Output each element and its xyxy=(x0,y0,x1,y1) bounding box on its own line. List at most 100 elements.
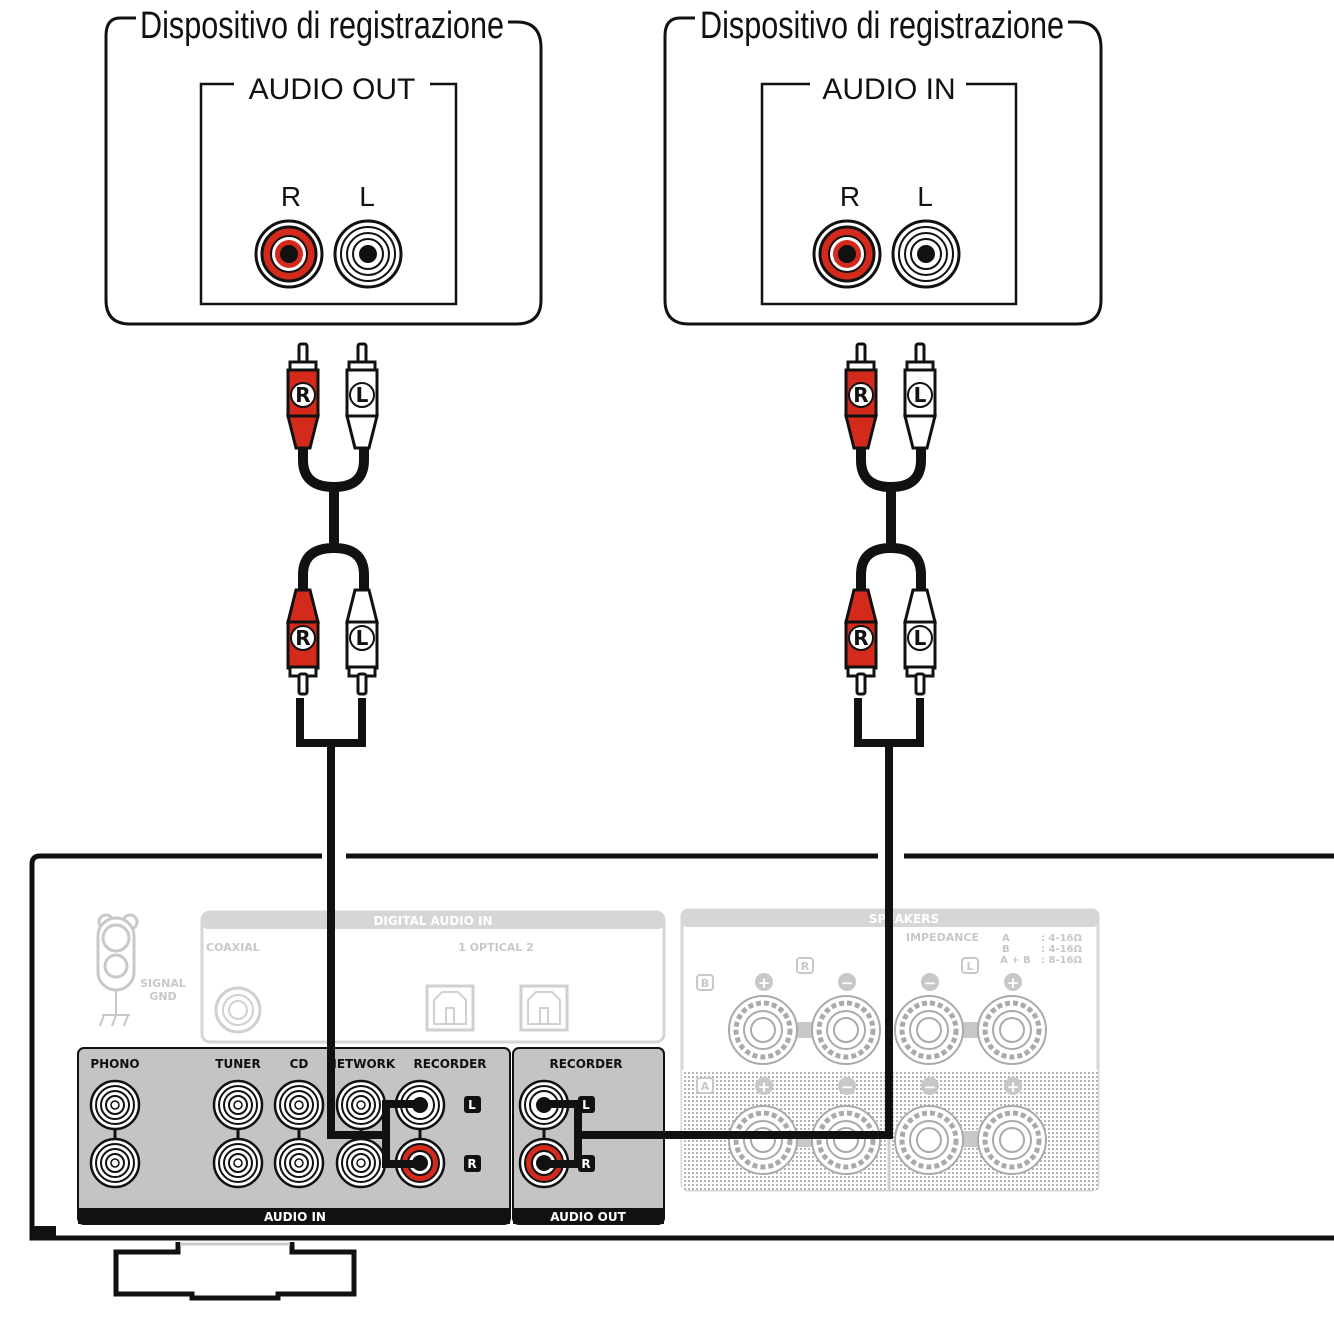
optical-label: 1 OPTICAL 2 xyxy=(458,941,534,954)
jack-label-l: L xyxy=(359,181,375,212)
label-amplifier-speakers-plus: + xyxy=(758,974,771,992)
label-amplifier-speakers-a_badge: A xyxy=(701,1080,710,1093)
label-plugs-l_badge: L xyxy=(356,383,369,407)
speaker-terminal xyxy=(895,996,963,1064)
label-amplifier-speakers-plus: + xyxy=(1007,974,1020,992)
panel-label-audio-in: AUDIO IN xyxy=(822,73,955,106)
speaker-r-badge: R xyxy=(796,957,814,974)
rca-jack-phono-l xyxy=(89,1079,141,1131)
label-amplifier-speakers-plus: + xyxy=(1007,1078,1020,1096)
impedance-value-b: : 4-16Ω xyxy=(1041,944,1083,955)
input-label-phono: PHONO xyxy=(90,1057,139,1071)
plug-badge-l: L xyxy=(907,382,933,408)
signal-gnd-terminal: SIGNAL GND xyxy=(96,913,186,1027)
label-amplifier-speakers-minus: − xyxy=(841,1078,854,1096)
rca-jack-cd-r xyxy=(273,1137,325,1189)
polarity-marks: + − − + + − − + xyxy=(755,973,1022,1096)
label-amplifier-speakers-r_badge: R xyxy=(801,960,810,973)
rca-jack-tuner-l xyxy=(212,1079,264,1131)
label-amplifier-speakers-minus: − xyxy=(924,1078,937,1096)
rca-jack-red xyxy=(812,219,882,289)
rca-jack-network-r xyxy=(335,1137,387,1189)
speaker-terminal xyxy=(895,1106,963,1174)
speaker-b-badge: B xyxy=(696,974,714,991)
jack-label-l: L xyxy=(917,181,933,212)
rca-cable-right: R L R L xyxy=(844,342,937,747)
plug-badge-l: L xyxy=(349,625,375,651)
label-amplifier-audio_in-l_badge: L xyxy=(468,1098,476,1112)
audio-in-footer: AUDIO IN xyxy=(264,1210,326,1224)
label-amplifier-speakers-l_badge: L xyxy=(966,960,973,973)
input-label-network: NETWORK xyxy=(327,1057,396,1071)
label-amplifier-speakers-minus: − xyxy=(924,974,937,992)
impedance-key-ab: A + B xyxy=(1000,955,1031,966)
label-plugs-r_badge: R xyxy=(853,383,868,407)
rca-jack-red xyxy=(254,219,324,289)
channel-badge-l: L xyxy=(578,1096,595,1113)
rca-jack-phono-r xyxy=(89,1137,141,1189)
channel-badge-r: R xyxy=(464,1155,481,1172)
input-label-cd: CD xyxy=(290,1057,309,1071)
impedance-key-a: A xyxy=(1002,933,1010,944)
label-plugs-r_badge: R xyxy=(853,626,868,650)
gnd-label: GND xyxy=(149,990,176,1003)
label-amplifier-audio_out-r_badge: R xyxy=(581,1157,590,1171)
speaker-terminal xyxy=(812,996,880,1064)
digital-audio-in-section: DIGITAL AUDIO IN COAXIAL 1 OPTICAL 2 xyxy=(200,910,666,1044)
speaker-terminal xyxy=(978,1106,1046,1174)
coaxial-label: COAXIAL xyxy=(206,941,260,954)
input-label-recorder: RECORDER xyxy=(413,1057,486,1071)
signal-label: SIGNAL xyxy=(140,977,186,990)
device-title: Dispositivo di registrazione xyxy=(700,5,1064,47)
label-amplifier-audio_out-l_badge: L xyxy=(582,1098,590,1112)
output-label-recorder: RECORDER xyxy=(549,1057,622,1071)
label-plugs-r_badge: R xyxy=(295,626,310,650)
impedance-label: IMPEDANCE xyxy=(906,931,979,944)
label-plugs-l_badge: L xyxy=(356,626,369,650)
speaker-l-badge: L xyxy=(961,957,979,974)
amplifier-rear-panel: SIGNAL GND DIGITAL AUDIO IN COAXIAL 1 OP… xyxy=(29,853,1334,1301)
speaker-terminal xyxy=(812,1106,880,1174)
label-amplifier-speakers-plus: + xyxy=(758,1078,771,1096)
speaker-terminal xyxy=(978,996,1046,1064)
label-plugs-l_badge: L xyxy=(914,383,927,407)
speaker-a-badge: A xyxy=(696,1077,714,1094)
rca-jack-network-l xyxy=(335,1079,387,1131)
speaker-terminal xyxy=(729,1106,797,1174)
impedance-key-b: B xyxy=(1002,944,1010,955)
rca-jack-cd-l xyxy=(273,1079,325,1131)
label-amplifier-speakers-b_badge: B xyxy=(701,977,709,990)
plug-badge-r: R xyxy=(290,382,316,408)
rca-jack-white xyxy=(333,219,403,289)
label-plugs-r_badge: R xyxy=(295,383,310,407)
channel-badge-r: R xyxy=(578,1155,595,1172)
jack-label-r: R xyxy=(840,181,860,212)
rca-jack-white xyxy=(891,219,961,289)
plug-badge-r: R xyxy=(848,382,874,408)
channel-badge-l: L xyxy=(464,1096,481,1113)
plug-badge-r: R xyxy=(848,625,874,651)
digital-audio-in-header: DIGITAL AUDIO IN xyxy=(373,914,492,928)
cable-route-to-audio-in xyxy=(327,745,422,1168)
audio-out-footer: AUDIO OUT xyxy=(550,1210,626,1224)
label-plugs-l_badge: L xyxy=(914,626,927,650)
cable-route-from-audio-out xyxy=(544,745,893,1168)
impedance-value-a: : 4-16Ω xyxy=(1041,933,1083,944)
rca-cable-left: R L R L xyxy=(286,342,379,747)
rca-jack-tuner-r xyxy=(212,1137,264,1189)
jack-label-r: R xyxy=(281,181,301,212)
recording-device-left: Dispositivo di registrazione AUDIO OUT R… xyxy=(104,5,543,326)
plug-badge-l: L xyxy=(349,382,375,408)
impedance-value-ab: : 8-16Ω xyxy=(1041,955,1083,966)
label-amplifier-audio_in-r_badge: R xyxy=(467,1157,476,1171)
speakers-header: SPEAKERS xyxy=(869,912,939,926)
speaker-terminal xyxy=(729,996,797,1064)
input-label-tuner: TUNER xyxy=(215,1057,260,1071)
audio-in-panel: AUDIO IN PHONO TUNER CD NETWORK RECORDER xyxy=(77,1047,511,1225)
plug-badge-r: R xyxy=(290,625,316,651)
recording-device-right: Dispositivo di registrazione AUDIO IN R … xyxy=(663,5,1103,326)
plug-badge-l: L xyxy=(907,625,933,651)
panel-label-audio-out: AUDIO OUT xyxy=(249,73,416,106)
device-title: Dispositivo di registrazione xyxy=(140,5,504,47)
